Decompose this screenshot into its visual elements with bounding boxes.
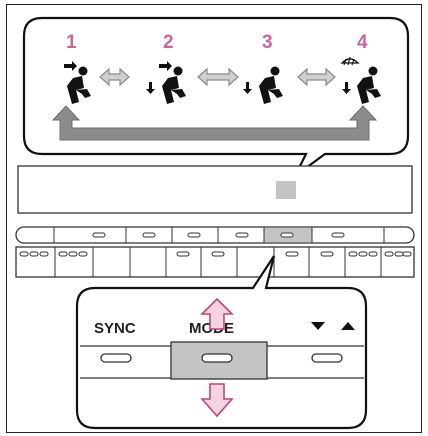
zoom-temp-lamp bbox=[311, 353, 343, 363]
triangle-up-icon bbox=[341, 322, 355, 330]
defroster-icon bbox=[340, 56, 360, 66]
figure-border bbox=[6, 4, 422, 433]
mode-number-4: 4 bbox=[357, 32, 368, 53]
zoom-sync-lamp bbox=[100, 353, 132, 363]
airflow-feet-windshield-icon bbox=[340, 56, 381, 104]
double-arrow-icon bbox=[197, 67, 239, 87]
bottom-row-indicator-lamps bbox=[19, 251, 412, 257]
bottom-row-dividers bbox=[54, 247, 382, 277]
control-panel-top-row bbox=[15, 226, 415, 244]
display-screen bbox=[17, 165, 413, 214]
mode-number-1: 1 bbox=[66, 32, 77, 53]
cycle-return-arrow bbox=[51, 105, 378, 141]
mode-indicator-area bbox=[276, 181, 296, 199]
triangle-down-icon bbox=[311, 322, 325, 330]
zoom-mode-lamp bbox=[201, 353, 233, 363]
mode-number-2: 2 bbox=[163, 32, 174, 53]
mode-number-3: 3 bbox=[262, 32, 273, 53]
mode-callout-bubble bbox=[22, 16, 410, 177]
double-arrow-icon bbox=[297, 67, 336, 87]
arrow-up-icon bbox=[200, 297, 234, 330]
top-row-indicator-lamps bbox=[92, 232, 345, 238]
arrow-down-icon bbox=[200, 383, 234, 418]
sync-label: SYNC bbox=[94, 320, 136, 337]
double-arrow-icon bbox=[99, 67, 130, 87]
